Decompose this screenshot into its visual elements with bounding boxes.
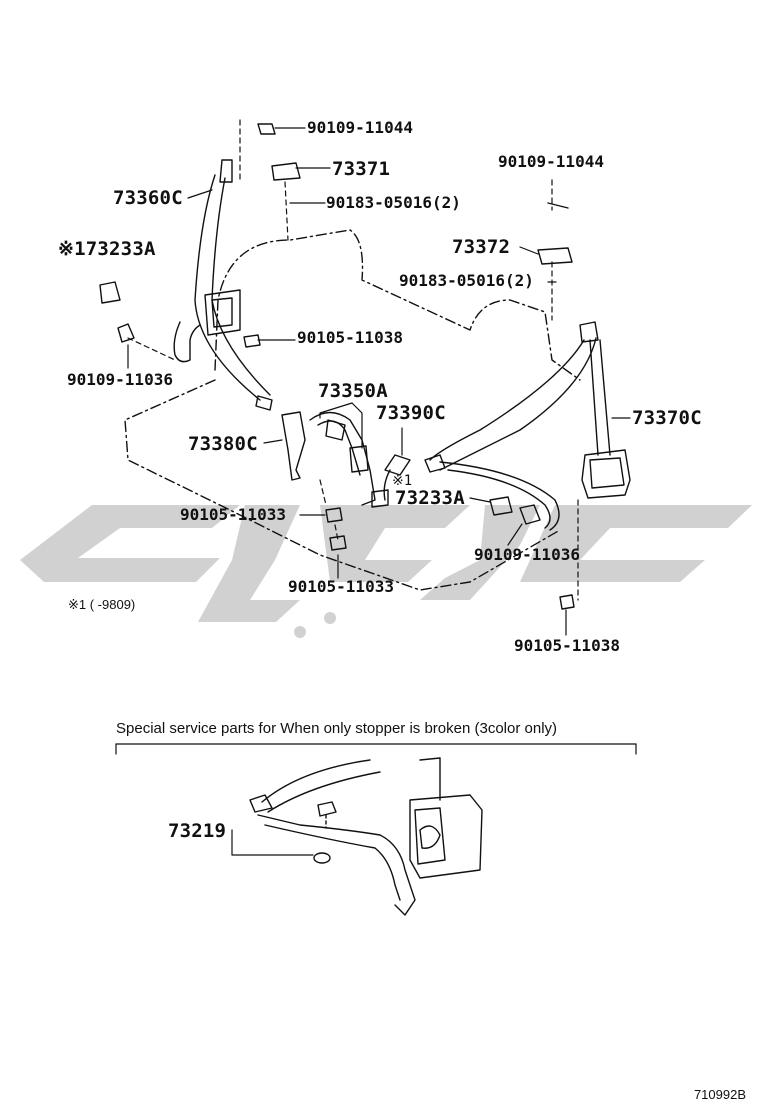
- cap-73233a-left: [99, 281, 121, 304]
- part-label-73390c: 73390C: [376, 402, 446, 424]
- retractor-detail: [409, 794, 483, 879]
- cover-73372: [537, 247, 573, 265]
- buckle-73380c: [281, 411, 306, 481]
- part-label-90105-11033-upper: 90105-11033: [180, 505, 286, 524]
- part-label-90109-11036-right: 90109-11036: [474, 545, 580, 564]
- seat-cushion-outline: [124, 379, 561, 591]
- bolt-90109-11044-top: [257, 123, 276, 135]
- bolt-90109-11036-left: [117, 323, 135, 343]
- part-label-90105-11038-lower: 90105-11038: [514, 636, 620, 655]
- part-label-90109-11036-left: 90109-11036: [67, 370, 173, 389]
- part-label-90105-11033-lower: 90105-11033: [288, 577, 394, 596]
- watermark-logo: [20, 505, 752, 638]
- cap-73233a-center: [489, 496, 513, 516]
- part-label-90183-05016-top: 90183-05016(2): [326, 193, 461, 212]
- part-label-73219: 73219: [168, 820, 227, 842]
- figure-id: 710992B: [693, 1087, 746, 1102]
- stopper-73219: [313, 852, 331, 864]
- seat-outline: [214, 229, 581, 381]
- part-label-73371: 73371: [332, 158, 391, 180]
- part-label-73350a: 73350A: [318, 380, 388, 402]
- part-label-73233a-center: 73233A: [395, 487, 465, 509]
- part-label-73372: 73372: [452, 236, 511, 258]
- anchor-plate-left: [173, 321, 201, 363]
- part-label-73360c: 73360C: [113, 187, 183, 209]
- retractor-73370c: [581, 449, 631, 499]
- retractor-73360c: [204, 289, 241, 336]
- part-label-90109-11044-right: 90109-11044: [498, 152, 604, 171]
- part-label-90105-11038-upper: 90105-11038: [297, 328, 403, 347]
- part-label-90183-05016-right: 90183-05016(2): [399, 271, 534, 290]
- stopper-detail-drawing: [231, 757, 483, 916]
- part-label-73233a-left: ※173233A: [58, 238, 156, 260]
- belt-73360c-webbing: [219, 159, 233, 183]
- footnote: ※1 ( -9809): [68, 597, 136, 612]
- part-label-90109-11044-top: 90109-11044: [307, 118, 413, 137]
- part-label-73380c: 73380C: [188, 433, 258, 455]
- cover-73371: [271, 162, 301, 181]
- part-label-note-1: ※1: [392, 473, 413, 489]
- special-section-title: Special service parts for When only stop…: [116, 720, 558, 737]
- part-label-73370c: 73370C: [632, 407, 702, 429]
